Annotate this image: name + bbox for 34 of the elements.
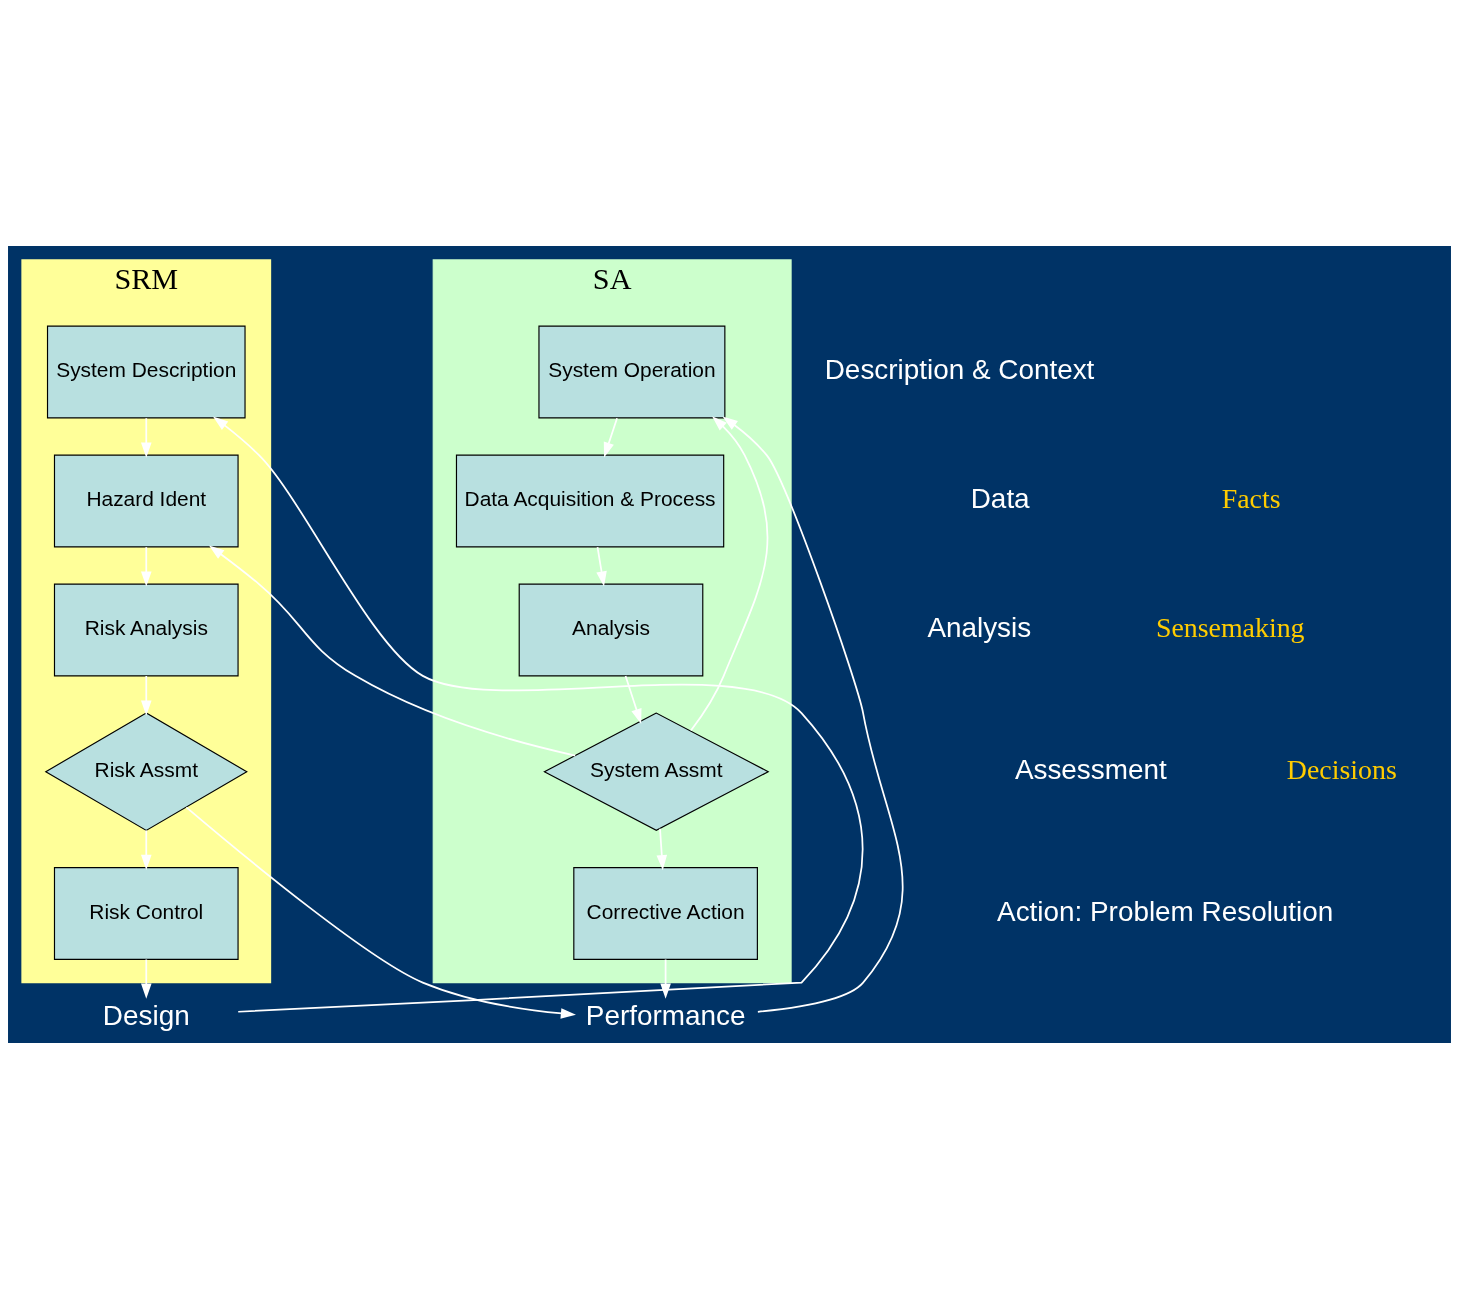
arrow <box>141 675 152 716</box>
node-box: Risk Analysis <box>53 583 239 677</box>
label: Analysis <box>927 612 1032 644</box>
label: Decisions <box>1286 753 1397 785</box>
node-diamond: System Assmt <box>543 712 770 832</box>
label: Description & Context <box>824 354 1095 386</box>
arrow <box>141 546 152 587</box>
node-box: System Description <box>46 325 246 419</box>
node-box: Corrective Action <box>573 867 758 960</box>
arrow <box>141 417 152 458</box>
node-diamond: Risk Assmt <box>44 712 248 832</box>
arrow <box>690 416 769 732</box>
arrow <box>722 416 904 1013</box>
node-text: Design <box>102 999 190 1031</box>
label: Sensemaking <box>1155 612 1305 644</box>
arrow <box>624 675 642 724</box>
node-box: Hazard Ident <box>53 454 239 548</box>
node-text: Performance <box>585 999 746 1031</box>
label: Facts <box>1221 483 1281 515</box>
node-box: Analysis <box>518 583 704 677</box>
label: Action: Problem Resolution <box>997 895 1334 927</box>
arrow <box>209 545 577 757</box>
arrow <box>656 827 668 871</box>
node-box: Data Acquisition & Process <box>455 454 725 548</box>
label: Assessment <box>1014 753 1167 785</box>
arrow <box>213 416 864 1013</box>
arrow <box>141 829 152 870</box>
label: Data <box>970 483 1030 515</box>
node-box: System Operation <box>538 325 726 419</box>
node-box: Risk Control <box>53 867 239 960</box>
arrow <box>141 958 152 999</box>
arrow <box>185 806 576 1019</box>
arrow <box>596 546 607 587</box>
arrow <box>603 417 618 458</box>
